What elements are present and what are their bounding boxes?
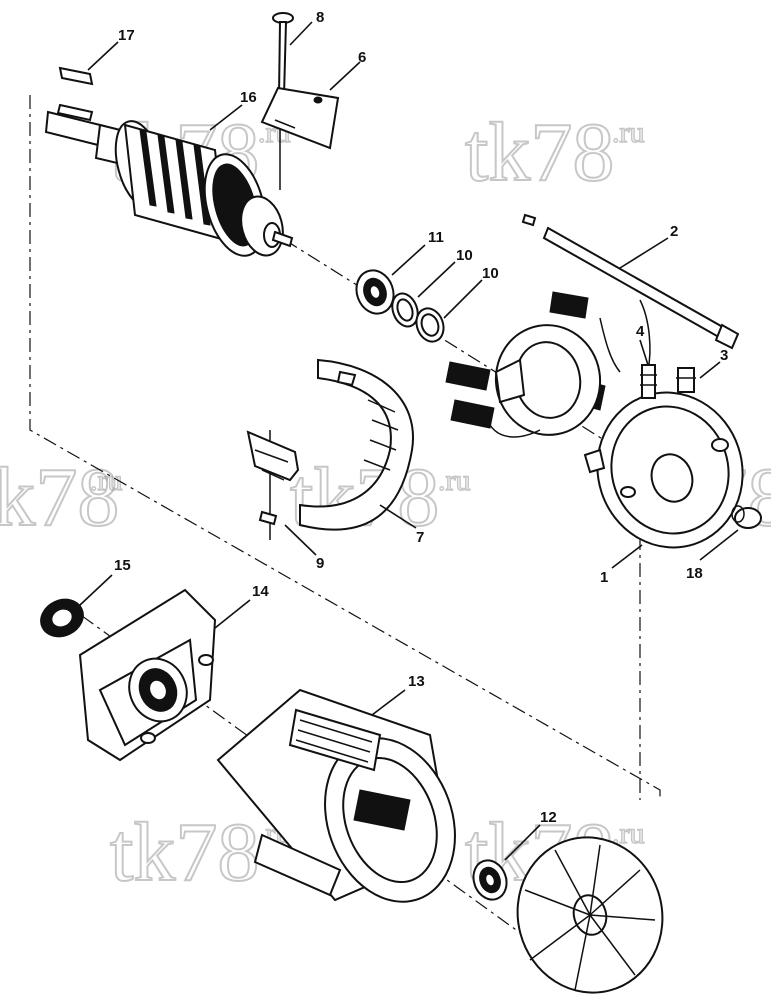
part-brush-assembly (445, 291, 651, 438)
leader-16 (214, 599, 251, 629)
callout-10b: 10 (482, 265, 499, 282)
leader-4 (639, 339, 649, 366)
leader-18 (699, 529, 739, 561)
part-screw (272, 12, 294, 97)
callout-14: 12 (540, 809, 557, 826)
callout-10a: 10 (456, 247, 473, 264)
leader-15 (371, 689, 406, 716)
part-housing (216, 688, 456, 903)
leader-17 (79, 574, 113, 606)
part-seal (40, 598, 84, 638)
part-end-cover (583, 391, 744, 549)
part-band (299, 358, 415, 531)
brush-top (549, 291, 589, 319)
armature-windings (139, 129, 211, 226)
callout-13: 17 (118, 27, 135, 44)
fan-blades (524, 844, 656, 991)
part-clamp (246, 430, 300, 526)
part-plate (260, 86, 340, 150)
frame-dash-left (29, 95, 661, 800)
brush-left-top (445, 361, 491, 391)
callout-7: 7 (416, 529, 424, 546)
part-armature (44, 103, 294, 257)
callout-17: 15 (114, 557, 131, 574)
leader-11 (391, 244, 426, 276)
watermark-text: tk78 (465, 106, 614, 199)
callout-12: 16 (240, 89, 257, 106)
part-rear-bearing (472, 859, 508, 901)
watermark-text: tk78 (0, 451, 119, 544)
callout-11: 11 (428, 229, 444, 246)
callout-numbers: 17 16 8 6 11 10 10 2 4 3 1 18 7 9 15 14 … (114, 9, 728, 826)
housing-nameplate (288, 708, 382, 772)
part-through-bolt (521, 213, 740, 350)
callout-1: 1 (600, 569, 608, 586)
watermark-top-right: tk78 .ru (464, 105, 645, 200)
part-washers (391, 292, 445, 343)
leader-13 (87, 41, 119, 71)
part-bearing (355, 269, 395, 315)
watermark-suffix: .ru (612, 116, 645, 149)
callout-15: 13 (408, 673, 425, 690)
leader-7 (379, 504, 417, 529)
leader-14 (504, 824, 541, 861)
leader-6 (329, 61, 361, 91)
leader-1 (611, 544, 643, 569)
leader-3 (699, 361, 721, 379)
part-terminals (640, 364, 696, 399)
part-cap (731, 505, 762, 529)
callout-leaders (79, 21, 739, 861)
callout-6: 6 (358, 49, 366, 66)
leader-9 (284, 524, 317, 556)
callout-4: 4 (636, 323, 645, 340)
shaft-keyway (56, 103, 94, 122)
callout-8: 8 (316, 9, 324, 26)
part-fan (516, 836, 664, 994)
watermark-mid-left: tk78 .ru (0, 450, 123, 545)
part-drive-end-cover (78, 588, 217, 762)
band-slots (363, 399, 399, 471)
leader-2 (619, 237, 669, 269)
watermark-bottom-left: tk78 .ru (109, 805, 291, 900)
leader-10a (417, 261, 456, 298)
leader-12 (209, 104, 243, 131)
watermark-suffix: .ru (438, 464, 471, 497)
part-key (58, 66, 94, 86)
brush-left-bottom (450, 399, 495, 429)
leader-8 (289, 21, 313, 46)
watermark-text: tk78 (110, 806, 259, 899)
callout-3: 3 (720, 347, 728, 364)
terminal-4 (641, 364, 656, 399)
callout-18: 18 (686, 565, 703, 582)
callout-2: 2 (670, 223, 678, 240)
callout-9: 9 (316, 555, 324, 572)
terminal-3 (677, 367, 695, 393)
callout-16: 14 (252, 583, 269, 600)
leader-10b (443, 279, 483, 319)
